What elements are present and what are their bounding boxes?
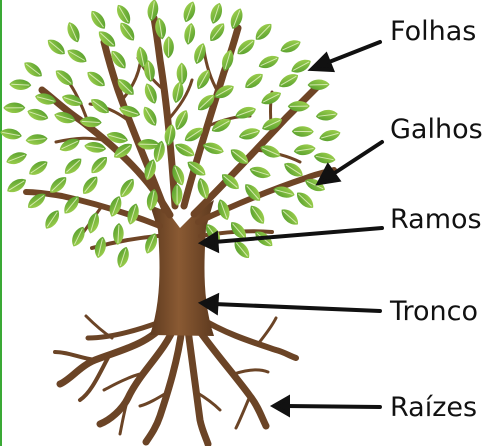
leaf <box>113 2 133 26</box>
leaf <box>237 126 261 142</box>
leaf <box>26 158 50 179</box>
leaf <box>61 155 84 178</box>
leaf <box>173 140 197 160</box>
leaf <box>21 59 45 81</box>
leaf <box>3 102 25 113</box>
leaf <box>64 20 82 44</box>
branch <box>198 170 334 222</box>
leaf <box>181 0 198 24</box>
leaf <box>315 109 338 122</box>
leaf <box>9 79 32 91</box>
leaf <box>26 106 50 123</box>
label-branches: Ramos <box>390 204 482 236</box>
leaf <box>257 53 281 72</box>
leaf <box>289 56 313 76</box>
arrow-left-icon <box>312 42 380 70</box>
leaf <box>79 173 101 197</box>
leaf <box>65 46 89 66</box>
leaf <box>4 149 28 167</box>
arrow-left-icon <box>202 296 380 312</box>
leaf <box>233 104 257 121</box>
leaf <box>42 207 63 231</box>
leaf <box>208 1 225 25</box>
leaf <box>242 70 266 92</box>
leaf <box>293 143 316 157</box>
leaf <box>44 36 68 58</box>
leaf <box>87 8 108 32</box>
leaf <box>278 206 301 229</box>
label-trunk: Tronco <box>390 296 478 328</box>
leaf <box>25 133 48 146</box>
leaf <box>313 151 337 165</box>
leaf <box>206 20 228 44</box>
leaf <box>276 71 300 91</box>
label-twigs: Galhos <box>390 114 483 146</box>
arrow-left-icon <box>274 398 380 414</box>
leaf <box>292 126 314 137</box>
leaf <box>85 211 101 235</box>
leaf <box>278 37 302 56</box>
leaf <box>247 203 268 227</box>
leaf <box>293 189 316 212</box>
leaf <box>318 128 342 144</box>
branch <box>104 42 165 210</box>
label-leaves: Folhas <box>390 16 476 48</box>
leaf <box>248 164 272 181</box>
leaf <box>140 104 160 128</box>
leaf <box>0 127 23 141</box>
leaf <box>88 154 111 177</box>
leaf <box>88 95 112 117</box>
leaf <box>183 22 197 45</box>
label-roots: Raízes <box>390 392 477 424</box>
leaf <box>163 36 174 58</box>
leaf <box>84 68 108 90</box>
leaf <box>252 20 275 43</box>
leaf <box>146 0 160 22</box>
leaf <box>115 245 132 269</box>
leaf <box>176 62 187 84</box>
leaf <box>117 176 138 200</box>
